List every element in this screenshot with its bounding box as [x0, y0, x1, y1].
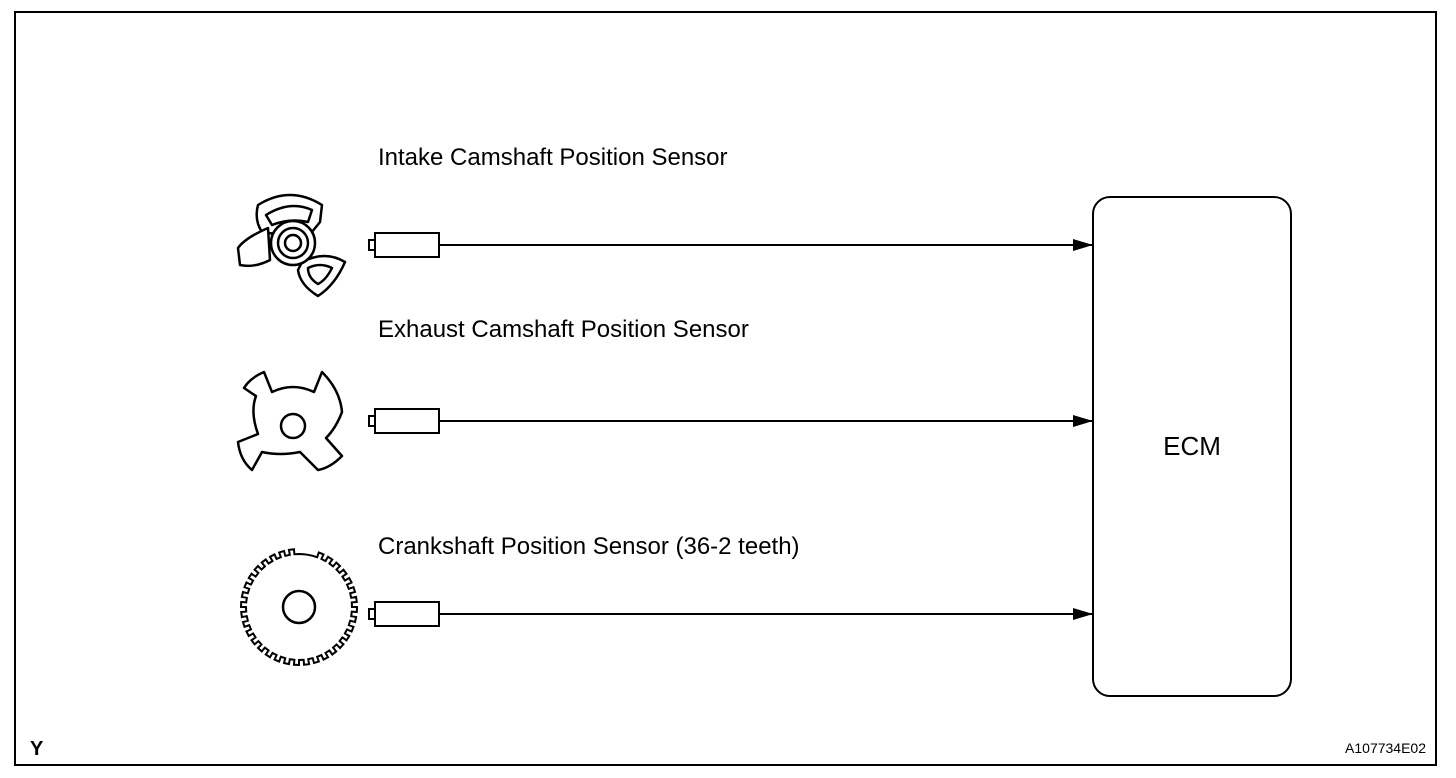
- corner-letter: Y: [30, 738, 44, 760]
- intake-camshaft-rotor-icon: [236, 193, 347, 298]
- exhaust-sensor-label: Exhaust Camshaft Position Sensor: [378, 316, 749, 343]
- exhaust-sensor-connector: [368, 408, 440, 434]
- ecm-label: ECM: [1163, 431, 1221, 461]
- intake-sensor-label: Intake Camshaft Position Sensor: [378, 144, 728, 171]
- figure-code: A107734E02: [1345, 740, 1426, 756]
- crankshaft-sensor-label: Crankshaft Position Sensor (36-2 teeth): [378, 533, 800, 560]
- diagram-frame: [14, 11, 1437, 766]
- exhaust-camshaft-rotor-icon: [236, 370, 344, 472]
- ecm-box: ECM: [1092, 196, 1292, 697]
- crankshaft-sensor-connector: [368, 601, 440, 627]
- crankshaft-timing-rotor-icon: [239, 548, 359, 667]
- intake-sensor-connector: [368, 232, 440, 258]
